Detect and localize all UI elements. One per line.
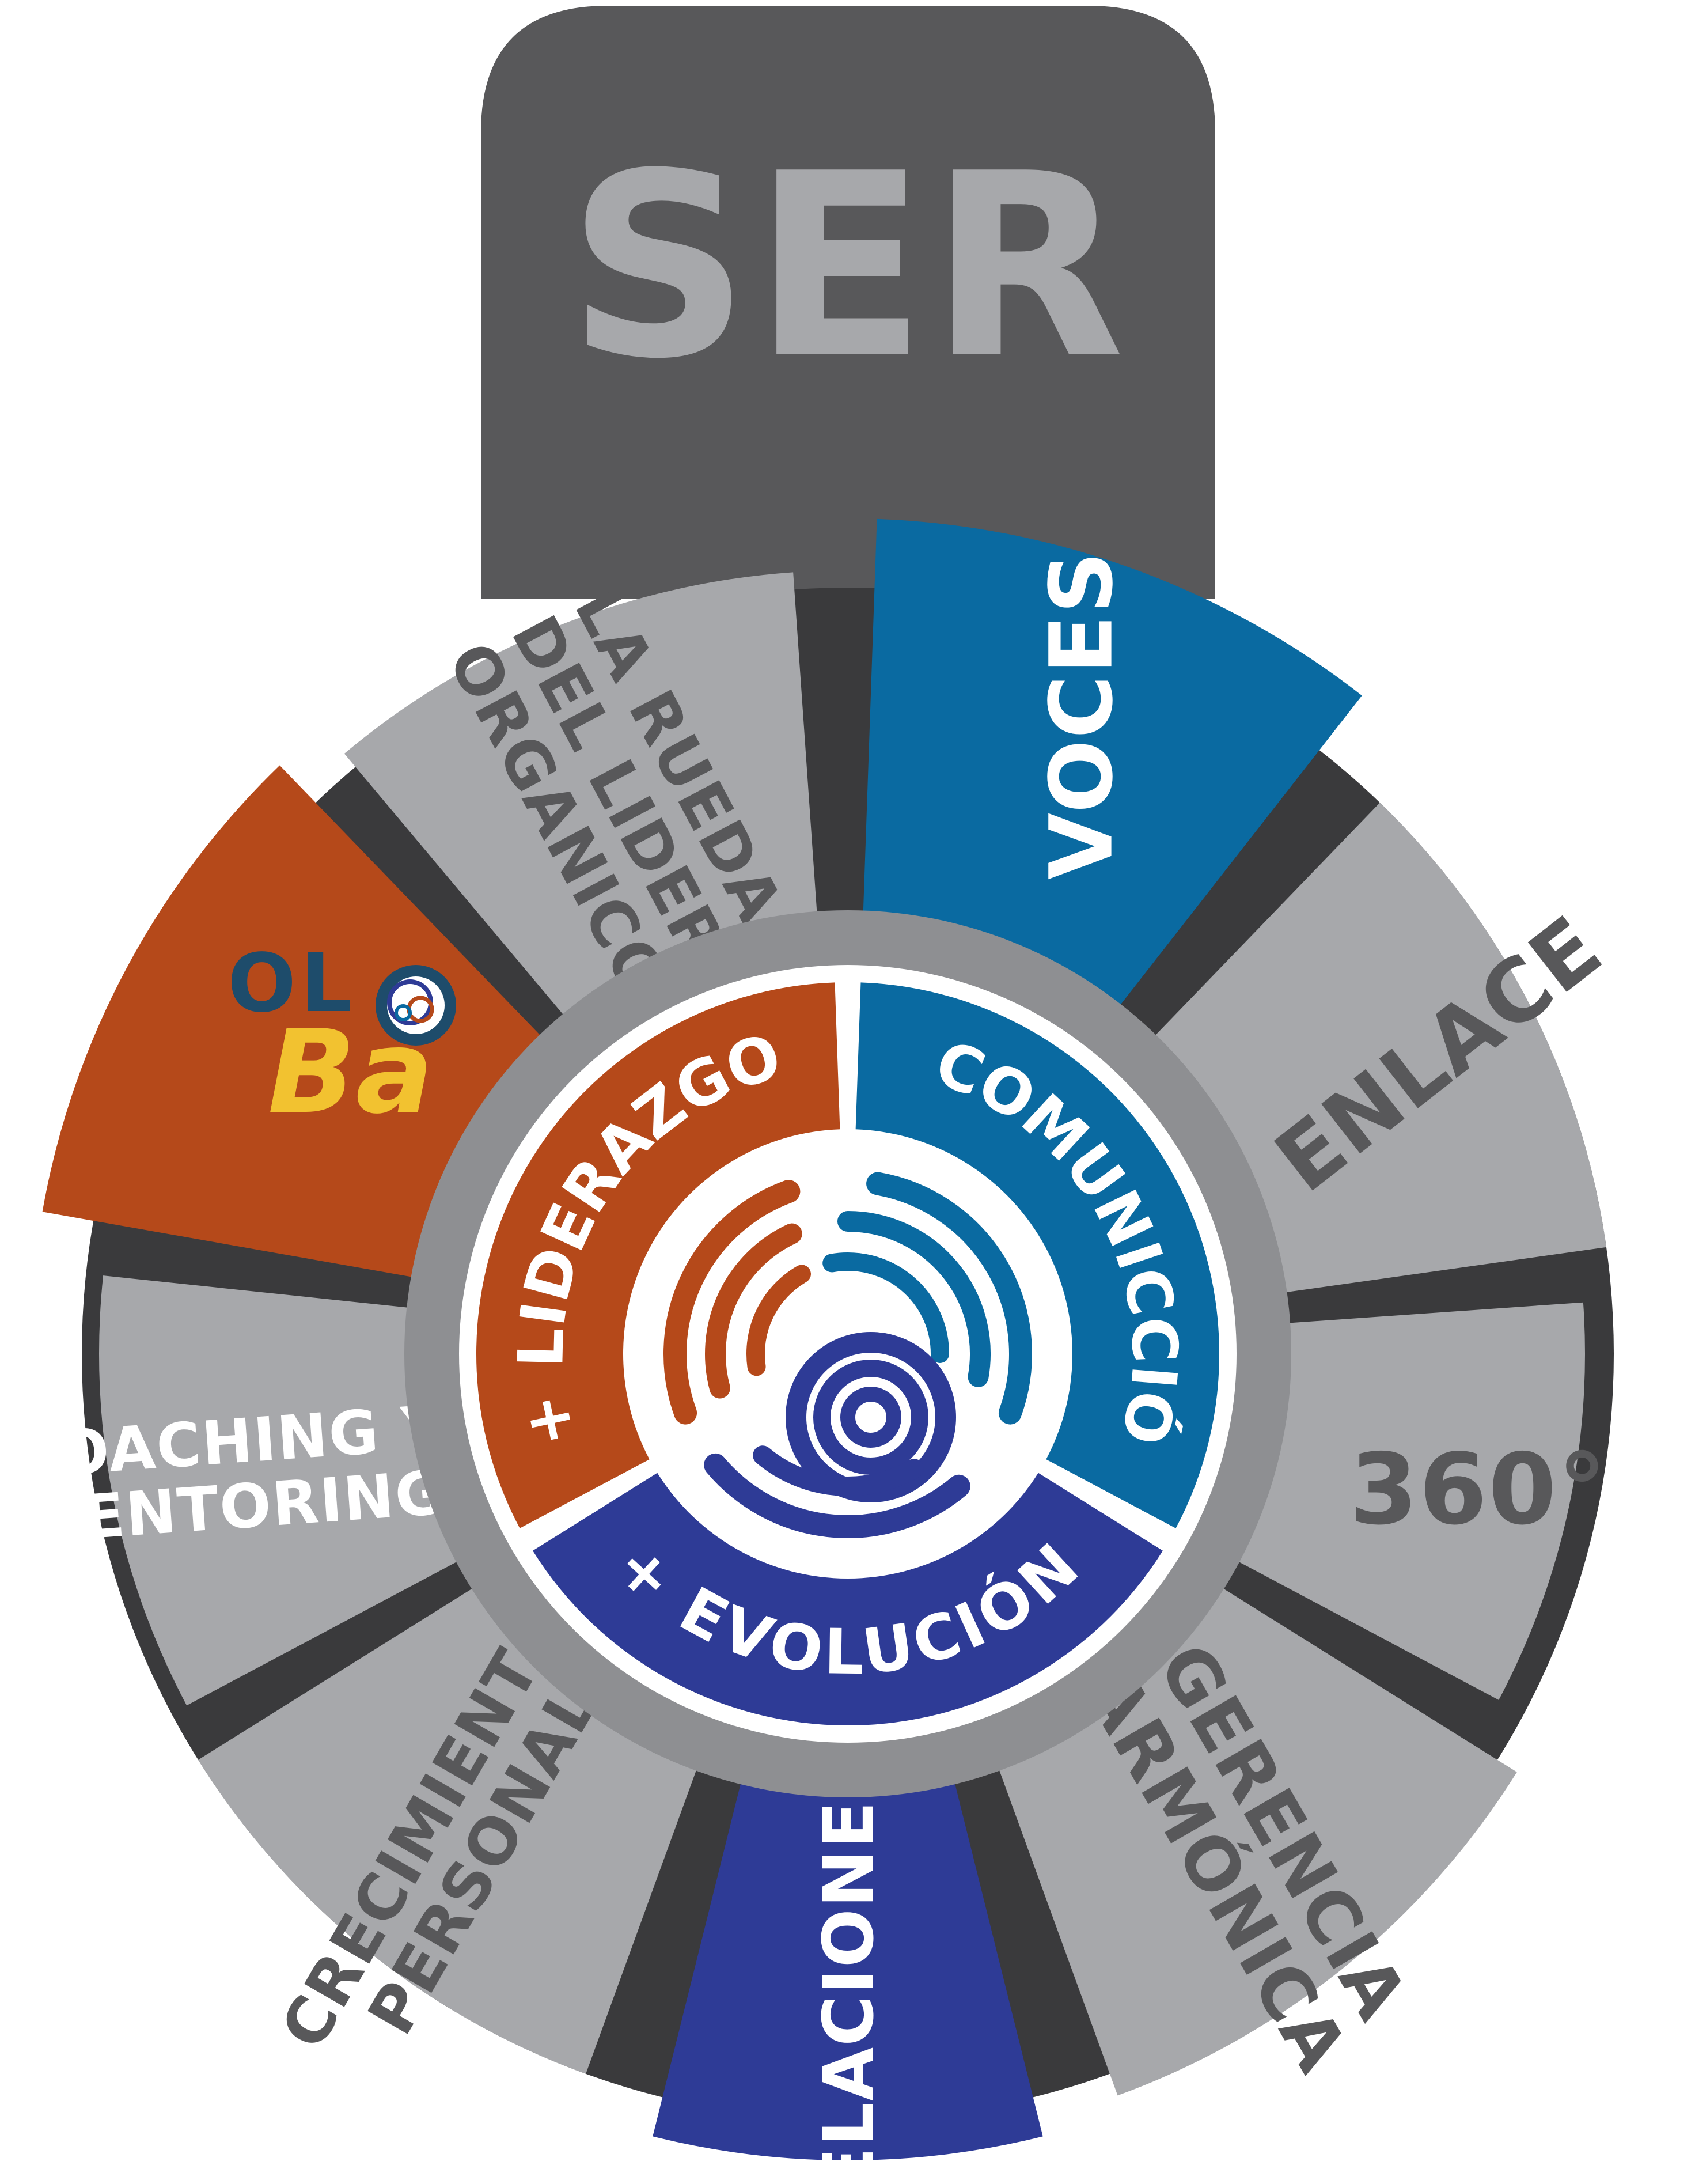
center-swirl-emblem	[663, 1172, 1032, 1538]
emblem-blue-arc	[866, 1172, 1032, 1425]
emblem-blue-arc	[822, 1252, 949, 1363]
segment-label-360: 360°	[1350, 1433, 1608, 1547]
segment-label-coaching-mentoring: COACHING YMENTORING	[10, 1392, 453, 1558]
ser-header-tab	[481, 6, 1215, 599]
emblem-navy-arc	[753, 1445, 924, 1496]
ser-title: SER	[567, 119, 1128, 414]
olba-logo-swirl-icon	[376, 965, 456, 1046]
emblem-orange-arc	[746, 1265, 811, 1376]
segment-voces	[860, 518, 1362, 1063]
inner-segment-evolucion	[533, 1473, 1163, 1725]
emblem-navy-arc	[704, 1453, 970, 1538]
inner-segment-comunicacion	[855, 982, 1219, 1528]
olba-logo: OL Ba	[227, 937, 456, 1140]
segment-relaciones	[653, 1711, 1043, 2161]
emblem-navy-ring	[813, 1360, 928, 1475]
inner-separator	[520, 1456, 662, 1548]
segment-label-voces: VOCES	[1032, 550, 1132, 880]
emblem-blue-arc	[837, 1211, 991, 1387]
segment-label-relaciones: RELACIONES	[809, 1749, 889, 2184]
emblem-orange-arc	[663, 1180, 801, 1425]
inner-segment-liderazgo	[476, 982, 840, 1528]
emblem-orange-arc	[705, 1223, 802, 1399]
emblem-navy-ring	[840, 1387, 901, 1448]
inner-separator	[1033, 1456, 1176, 1548]
olba-logo-ol-text: OL	[227, 937, 357, 1031]
ser-header: SER	[481, 6, 1215, 599]
